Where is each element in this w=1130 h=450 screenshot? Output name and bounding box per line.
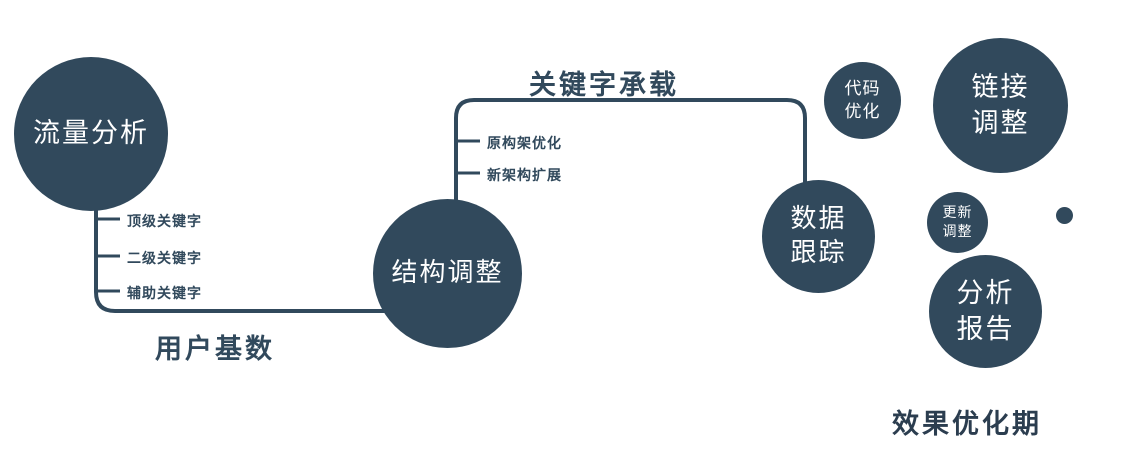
node-label-line: 数据 bbox=[790, 203, 847, 234]
node-label-line: 代码 bbox=[844, 79, 881, 100]
branch-label-original-arch-opt: 原构架优化 bbox=[487, 136, 562, 152]
branch-label-new-arch-expand: 新架构扩展 bbox=[487, 168, 562, 184]
node-label-line: 报告 bbox=[956, 313, 1015, 345]
node-label-line: 更新 bbox=[942, 204, 973, 221]
branch-label-aux-keywords: 辅助关键字 bbox=[127, 286, 202, 302]
edge-label-keyword-carry: 关键字承载 bbox=[529, 70, 679, 101]
node-update-adjustment: 更新 调整 bbox=[927, 192, 988, 253]
node-label-line: 优化 bbox=[844, 101, 881, 122]
node-label-line: 链接 bbox=[971, 72, 1030, 104]
decorative-dot bbox=[1056, 207, 1073, 224]
footer-label: 效果优化期 bbox=[892, 409, 1042, 440]
node-traffic-analysis: 流量分析 bbox=[14, 57, 168, 211]
node-label-line: 流量分析 bbox=[33, 118, 149, 150]
node-analysis-report: 分析 报告 bbox=[929, 255, 1042, 368]
node-data-tracking: 数据 跟踪 bbox=[762, 180, 875, 293]
node-label-line: 调整 bbox=[971, 107, 1030, 139]
node-structure-adjustment: 结构调整 bbox=[373, 199, 522, 348]
node-label-line: 跟踪 bbox=[790, 237, 847, 268]
node-label-line: 调整 bbox=[942, 223, 973, 240]
node-label-line: 结构调整 bbox=[391, 257, 504, 288]
branch-label-top-keywords: 顶级关键字 bbox=[127, 214, 202, 230]
node-code-optimization: 代码 优化 bbox=[824, 62, 901, 139]
node-label-line: 分析 bbox=[956, 278, 1015, 310]
connector-structure-to-tracking bbox=[454, 98, 807, 210]
branch-label-second-keywords: 二级关键字 bbox=[127, 251, 202, 267]
edge-label-user-base: 用户基数 bbox=[155, 334, 275, 365]
node-link-adjustment: 链接 调整 bbox=[933, 38, 1068, 173]
